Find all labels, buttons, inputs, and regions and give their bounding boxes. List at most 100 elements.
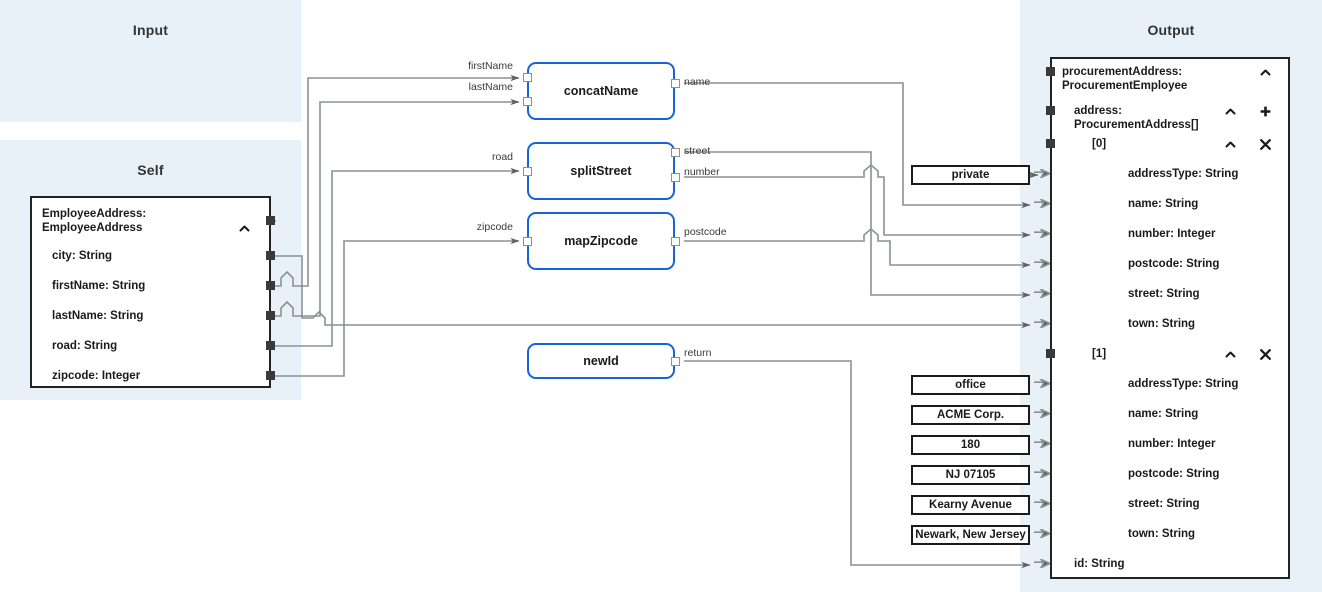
self-field-zipcode[interactable]: zipcode: Integer [32, 370, 269, 384]
constant-value: Newark, New Jersey [915, 529, 1026, 541]
output-port-arrow-icon[interactable] [1034, 259, 1050, 268]
function-node-concatname[interactable]: concatName [527, 62, 675, 120]
output-row[interactable]: street: String [1050, 288, 1290, 302]
self-port-header[interactable] [266, 216, 275, 225]
output-row[interactable]: addressType: String [1050, 168, 1290, 182]
output-port[interactable] [1046, 139, 1055, 148]
constant-value: Kearny Avenue [929, 499, 1012, 511]
output-port[interactable] [1046, 349, 1055, 358]
constant-value: NJ 07105 [945, 469, 996, 481]
output-port-arrow-icon[interactable] [1034, 229, 1050, 238]
self-field-lastname[interactable]: lastName: String [32, 310, 269, 324]
function-node-newid[interactable]: newId [527, 343, 675, 379]
output-row[interactable]: name: String [1050, 198, 1290, 212]
output-row[interactable]: town: String [1050, 318, 1290, 332]
output-row-label: name: String [1128, 198, 1199, 210]
self-field-label: zipcode: Integer [52, 370, 141, 382]
self-port-city[interactable] [266, 251, 275, 260]
output-row[interactable]: [1] [1050, 348, 1290, 362]
function-output-label-return: return [684, 347, 712, 359]
plus-icon[interactable] [1259, 105, 1272, 118]
output-row[interactable]: id: String [1050, 558, 1290, 572]
function-node-label: splitStreet [570, 164, 632, 178]
function-input-port-zipcode[interactable] [523, 237, 532, 246]
output-row[interactable]: addressType: String [1050, 378, 1290, 392]
output-row[interactable]: procurementAddress: ProcurementEmployee [1050, 66, 1290, 93]
self-port-firstname[interactable] [266, 281, 275, 290]
output-row[interactable]: street: String [1050, 498, 1290, 512]
self-field-city[interactable]: city: String [32, 250, 269, 264]
output-port-arrow-icon[interactable] [1034, 199, 1050, 208]
output-port-arrow-icon[interactable] [1034, 499, 1050, 508]
close-icon[interactable] [1259, 138, 1272, 151]
output-port-arrow-icon[interactable] [1034, 529, 1050, 538]
function-input-port-firstname[interactable] [523, 73, 532, 82]
constant-box-180[interactable]: 180 [911, 435, 1030, 455]
chevron-up-icon[interactable] [238, 208, 251, 231]
output-port-arrow-icon[interactable] [1034, 319, 1050, 328]
output-row-label: postcode: String [1128, 468, 1220, 480]
function-output-port-number[interactable] [671, 173, 680, 182]
output-row[interactable]: town: String [1050, 528, 1290, 542]
self-field-firstname[interactable]: firstName: String [32, 280, 269, 294]
constant-box-nj-07105[interactable]: NJ 07105 [911, 465, 1030, 485]
self-field-road[interactable]: road: String [32, 340, 269, 354]
output-row[interactable]: postcode: String [1050, 258, 1290, 272]
output-port-arrow-icon[interactable] [1034, 409, 1050, 418]
output-row[interactable]: name: String [1050, 408, 1290, 422]
output-port-arrow-icon[interactable] [1034, 469, 1050, 478]
constant-box-newark-new-jersey[interactable]: Newark, New Jersey [911, 525, 1030, 545]
constant-box-private[interactable]: private [911, 165, 1030, 185]
function-output-port-return[interactable] [671, 357, 680, 366]
zone-input-title: Input [132, 22, 169, 38]
output-row-label: addressType: String [1128, 168, 1239, 180]
output-port-arrow-icon[interactable] [1034, 559, 1050, 568]
self-object-box[interactable]: EmployeeAddress: EmployeeAddress city: S… [30, 196, 271, 388]
chevron-up-icon[interactable] [1224, 138, 1237, 151]
chevron-up-icon[interactable] [1259, 66, 1272, 79]
output-row[interactable]: number: Integer [1050, 438, 1290, 452]
self-port-road[interactable] [266, 341, 275, 350]
output-row-label: street: String [1128, 288, 1200, 300]
output-row[interactable]: address: ProcurementAddress[] [1050, 105, 1290, 132]
constant-box-office[interactable]: office [911, 375, 1030, 395]
chevron-up-icon[interactable] [1224, 105, 1237, 118]
output-row[interactable]: [0] [1050, 138, 1290, 152]
function-output-label-name: name [684, 76, 711, 88]
output-row[interactable]: number: Integer [1050, 228, 1290, 242]
function-output-port-postcode[interactable] [671, 237, 680, 246]
output-port-arrow-icon[interactable] [1034, 379, 1050, 388]
function-node-splitstreet[interactable]: splitStreet [527, 142, 675, 200]
output-port-arrow-icon[interactable] [1034, 169, 1050, 178]
function-node-mapzipcode[interactable]: mapZipcode [527, 212, 675, 270]
function-output-port-name[interactable] [671, 79, 680, 88]
constant-box-kearny-avenue[interactable]: Kearny Avenue [911, 495, 1030, 515]
output-row[interactable]: postcode: String [1050, 468, 1290, 482]
function-input-label-zipcode: zipcode [476, 221, 513, 233]
function-input-port-road[interactable] [523, 167, 532, 176]
self-object-header[interactable]: EmployeeAddress: EmployeeAddress [32, 208, 269, 235]
chevron-up-icon[interactable] [1224, 348, 1237, 361]
constant-box-acme-corp[interactable]: ACME Corp. [911, 405, 1030, 425]
function-node-label: newId [583, 354, 619, 368]
function-output-port-street[interactable] [671, 148, 680, 157]
output-port[interactable] [1046, 67, 1055, 76]
constant-value: private [951, 169, 990, 181]
output-row-label: number: Integer [1128, 228, 1216, 240]
output-object-box[interactable] [1050, 57, 1290, 579]
output-port-arrow-icon[interactable] [1034, 439, 1050, 448]
output-port-arrow-icon[interactable] [1034, 289, 1050, 298]
self-port-zipcode[interactable] [266, 371, 275, 380]
self-field-label: road: String [52, 340, 118, 352]
output-row-label: addressType: String [1128, 378, 1239, 390]
function-output-label-postcode: postcode [684, 226, 727, 238]
function-input-label-road: road [491, 151, 513, 163]
function-input-port-lastname[interactable] [523, 97, 532, 106]
output-row-label: name: String [1128, 408, 1199, 420]
constant-value: ACME Corp. [936, 409, 1005, 421]
output-port[interactable] [1046, 106, 1055, 115]
function-node-label: mapZipcode [564, 234, 638, 248]
close-icon[interactable] [1259, 348, 1272, 361]
self-port-lastname[interactable] [266, 311, 275, 320]
self-field-label: city: String [52, 250, 113, 262]
